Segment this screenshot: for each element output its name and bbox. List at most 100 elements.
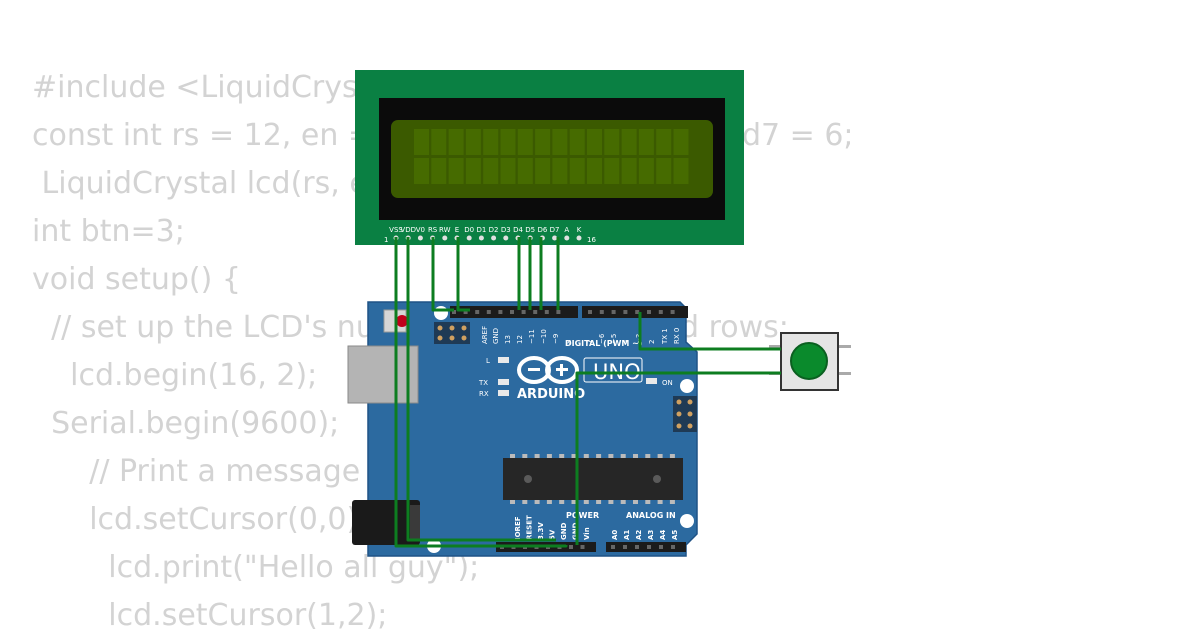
header-pin[interactable] xyxy=(475,310,480,314)
header-pin[interactable] xyxy=(521,310,526,314)
lcd-char-cell xyxy=(465,129,481,155)
power-header-label: POWER xyxy=(566,511,599,520)
header-pin[interactable] xyxy=(658,310,663,314)
lcd-pin-label: K xyxy=(577,226,582,234)
header-pin[interactable] xyxy=(510,310,514,314)
lcd-char-cell xyxy=(587,158,602,184)
digital-pin-label: GND xyxy=(492,328,500,344)
header-pin[interactable] xyxy=(623,310,628,314)
digital-header[interactable] xyxy=(582,306,688,318)
lcd-pin-label: D6 xyxy=(537,226,547,234)
lcd-pin-label: D2 xyxy=(489,226,499,234)
digital-pin-label: ~5 xyxy=(610,334,618,344)
header-pin[interactable] xyxy=(611,310,616,314)
analog-pin-label: A1 xyxy=(623,530,631,540)
power-pin-label: GND xyxy=(560,522,568,540)
header-pin[interactable] xyxy=(647,545,651,549)
digital-pin-label: 12 xyxy=(516,335,524,344)
analog-header-label: ANALOG IN xyxy=(626,511,676,520)
header-pin[interactable] xyxy=(623,545,627,549)
code-line: LiquidCrystal lcd(rs, e xyxy=(32,166,368,201)
digital-pin-label: ~9 xyxy=(552,334,560,344)
lcd-pin[interactable] xyxy=(576,235,582,241)
header-pin[interactable] xyxy=(486,310,491,314)
lcd-pin[interactable] xyxy=(417,235,423,241)
lcd-char-cell xyxy=(673,129,689,155)
lcd-pin-label: D0 xyxy=(464,226,474,234)
header-pin[interactable] xyxy=(611,545,615,549)
digital-pin-label: 4 xyxy=(622,339,630,344)
lcd-pin-label: D7 xyxy=(550,226,560,234)
header-pin[interactable] xyxy=(659,545,663,549)
lcd-char-cell xyxy=(569,158,585,184)
header-pin[interactable] xyxy=(533,310,538,314)
lcd-char-cell xyxy=(535,158,551,184)
lcd-pin[interactable] xyxy=(503,235,509,241)
lcd-char-cell xyxy=(517,129,533,155)
code-line: int btn=3; xyxy=(32,214,185,249)
lcd-pin[interactable] xyxy=(466,235,472,241)
digital-pin-label: RX 0 xyxy=(673,328,681,344)
digital-pin-label: 8 xyxy=(565,340,573,344)
lcd-pin[interactable] xyxy=(478,235,484,241)
code-line: #include <LiquidCryst xyxy=(32,70,370,105)
code-line: d7 = 6; xyxy=(742,118,854,153)
header-pin[interactable] xyxy=(452,310,456,314)
header-pin[interactable] xyxy=(599,310,604,314)
push-button[interactable] xyxy=(769,332,851,391)
lcd-char-cell xyxy=(587,129,602,155)
lcd-pin-label: VSS xyxy=(389,226,403,234)
header-pin[interactable] xyxy=(556,310,561,314)
button-cap[interactable] xyxy=(790,342,828,380)
analog-pin-label: A4 xyxy=(659,530,667,540)
code-line: lcd.begin(16, 2); xyxy=(32,358,318,393)
power-pin-label: 3.3V xyxy=(537,522,545,540)
analog-pin-label: A2 xyxy=(635,530,643,540)
lcd-pin-label: RW xyxy=(439,226,451,234)
digital-pin-label: 13 xyxy=(504,335,512,344)
analog-pin-label: A5 xyxy=(671,530,679,540)
lcd-char-cell xyxy=(656,158,672,184)
analog-pin-label: A0 xyxy=(611,530,619,540)
code-line: void setup() { xyxy=(32,262,241,297)
header-pin[interactable] xyxy=(544,310,549,314)
code-line: lcd.setCursor(0,0); xyxy=(32,502,369,537)
lcd-char-cell xyxy=(431,158,447,184)
lcd-pin[interactable] xyxy=(552,235,558,241)
led-rx-label: RX xyxy=(479,390,489,398)
code-line: // set up the LCD's nu xyxy=(32,310,375,345)
lcd-pin[interactable] xyxy=(442,235,448,241)
analog-header[interactable] xyxy=(606,542,686,552)
header-pin[interactable] xyxy=(569,545,573,549)
digital-pin-label: 7 xyxy=(586,340,594,344)
code-line: Serial.begin(9600); xyxy=(32,406,340,441)
header-pin[interactable] xyxy=(635,310,640,314)
digital-pin-label: ~6 xyxy=(598,333,606,344)
header-pin[interactable] xyxy=(671,545,675,549)
led-l-label: L xyxy=(486,357,490,365)
lcd-pin[interactable] xyxy=(564,235,570,241)
led-on-label: ON xyxy=(662,379,673,387)
lcd-char-cell xyxy=(604,158,620,184)
lcd-char-cell xyxy=(500,158,516,184)
lcd-pin-label: D4 xyxy=(513,226,523,234)
lcd-char-cell xyxy=(638,129,654,155)
header-pin[interactable] xyxy=(498,310,503,314)
lcd-pin-label: D3 xyxy=(501,226,511,234)
header-pin[interactable] xyxy=(670,310,675,314)
led-l xyxy=(498,357,509,363)
header-pin[interactable] xyxy=(635,545,639,549)
header-pin[interactable] xyxy=(647,310,651,314)
header-pin[interactable] xyxy=(588,310,592,314)
power-pin-label: RESET xyxy=(526,515,534,540)
header-pin[interactable] xyxy=(580,545,585,549)
lcd-pin[interactable] xyxy=(491,235,497,241)
power-pin-label: 5V xyxy=(549,529,557,540)
header-pin[interactable] xyxy=(463,310,468,314)
lcd-pin-label: D5 xyxy=(525,226,535,234)
wire-button-power xyxy=(575,371,781,545)
led-tx-label: TX xyxy=(478,379,488,387)
